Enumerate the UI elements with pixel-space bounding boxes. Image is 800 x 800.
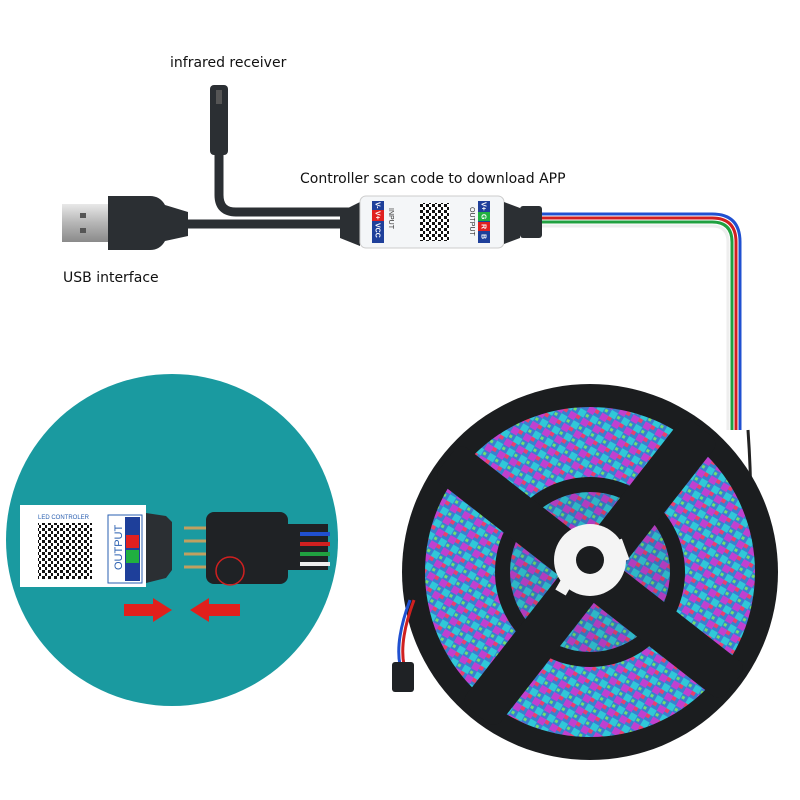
- arrow-right-icon: [124, 598, 172, 622]
- label-usb-interface: USB interface: [63, 270, 159, 286]
- controller-input-label: INPUT: [387, 208, 394, 230]
- connector-inset: LED CONTROLER OUTPUT: [6, 374, 338, 706]
- output-label: OUTPUT: [113, 525, 125, 571]
- controller-output-label: OUTPUT: [468, 207, 475, 237]
- highlight-circle-icon: [215, 556, 245, 586]
- controller: V- V+ VCC INPUT OUTPUT V+ G R B: [340, 195, 542, 249]
- strip-connector: [392, 662, 414, 692]
- rgb-wires: [542, 212, 742, 430]
- label-infrared-receiver: infrared receiver: [170, 55, 287, 71]
- infrared-receiver: [210, 85, 355, 217]
- input-pin-v-minus: V-: [374, 202, 381, 209]
- led-strip-reel: [392, 384, 778, 760]
- output-pin-v-plus: V+: [480, 202, 487, 211]
- input-pin-v-plus: V+: [374, 211, 381, 220]
- label-controller: Controller scan code to download APP: [300, 171, 566, 187]
- qr-code-icon: [420, 203, 450, 241]
- output-pin-g: G: [480, 214, 487, 220]
- output-pin-b: B: [480, 234, 487, 239]
- usb-plug-icon: [62, 196, 355, 250]
- output-pin-r: R: [480, 224, 487, 229]
- controller-brand: LED CONTROLER: [38, 515, 90, 521]
- arrow-left-icon: [190, 598, 240, 622]
- input-pin-vcc: VCC: [374, 223, 381, 238]
